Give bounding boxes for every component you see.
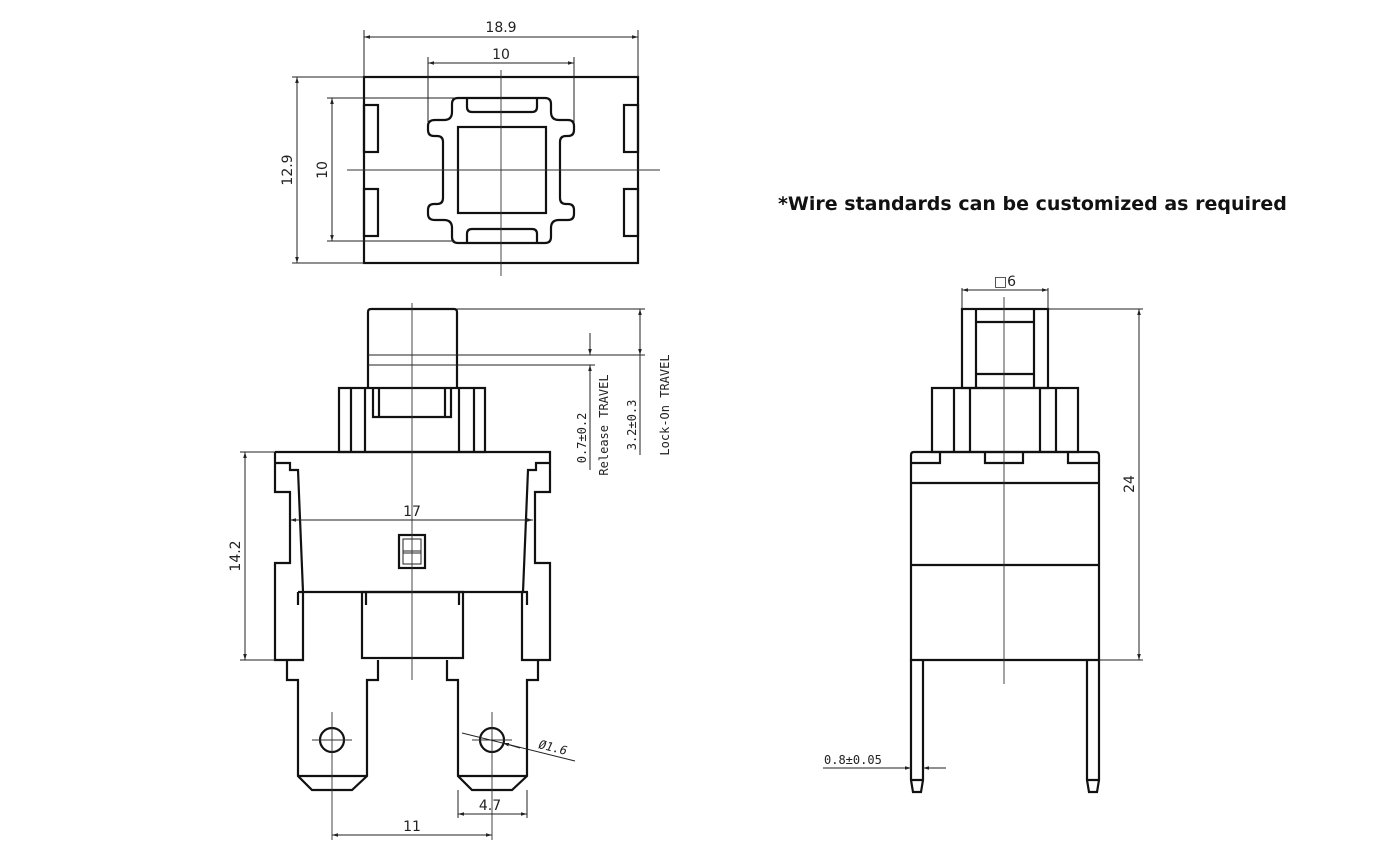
pin-right <box>1085 660 1101 794</box>
actuator-housing-outline <box>426 96 576 245</box>
pin-left <box>909 660 925 794</box>
side-body <box>909 450 1101 662</box>
customization-note: *Wire standards can be customized as req… <box>778 193 1287 215</box>
dim-body-width: 17 <box>403 504 421 520</box>
dim-top-width: 18.9 <box>485 20 516 36</box>
plunger <box>366 307 459 388</box>
center-block <box>360 590 465 660</box>
dim-body-height: 14.2 <box>228 540 244 571</box>
front-view: 17 14.2 0.7±0.2 Release TRAVEL 3.2±0.3 L… <box>228 303 672 840</box>
dim-pin-thickness: 0.8±0.05 <box>824 753 882 767</box>
terminal-left <box>285 660 380 792</box>
dim-lockon-travel: 3.2±0.3 <box>625 400 639 451</box>
dim-top-height: 12.9 <box>280 154 296 185</box>
dim-top-inner-width: 10 <box>492 47 510 63</box>
terminal-right <box>445 660 540 792</box>
body-outline <box>273 450 552 662</box>
dim-hole-diameter: Ø1.6 <box>537 737 568 758</box>
dim-release-travel: 0.7±0.2 <box>575 413 589 464</box>
lockon-travel-label: Lock-On TRAVEL <box>658 354 672 455</box>
dim-terminal-pitch: 11 <box>403 819 421 835</box>
dim-total-height: 24 <box>1122 475 1138 493</box>
dim-plunger-square: □6 <box>994 274 1016 290</box>
side-view: □6 24 0.8±0.05 <box>823 274 1143 794</box>
dim-top-inner-height: 10 <box>315 161 331 179</box>
release-travel-label: Release TRAVEL <box>597 374 611 475</box>
dim-terminal-width: 4.7 <box>479 798 501 814</box>
top-view: 18.9 10 12.9 10 <box>280 20 660 276</box>
